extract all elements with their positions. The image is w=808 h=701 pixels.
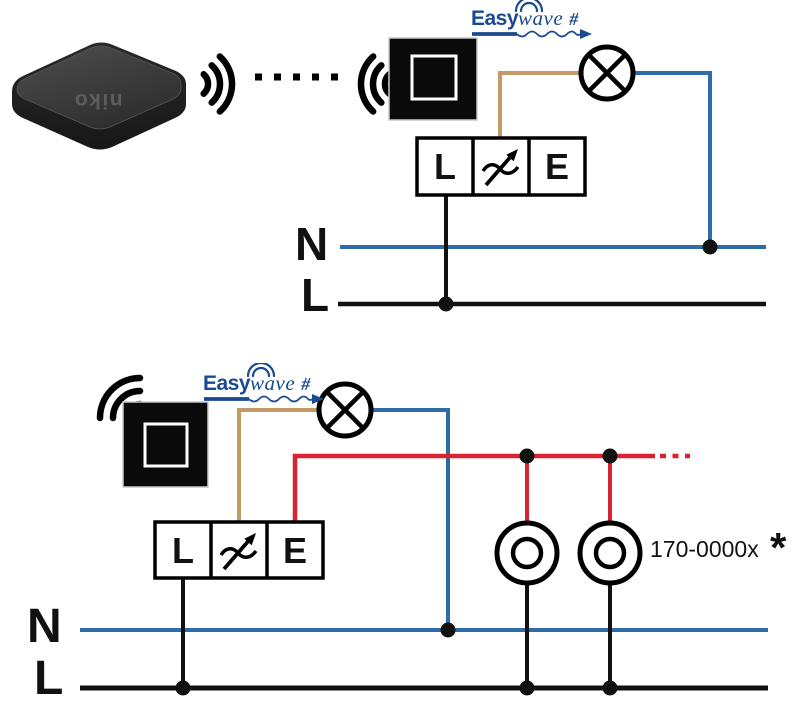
lamp-neutral-wire-top xyxy=(633,71,712,247)
easywave-hash-text: # xyxy=(569,9,579,29)
wall-switch-top xyxy=(388,37,478,121)
lamp-icon-top xyxy=(578,44,636,102)
lamp-neutral-wire-bottom xyxy=(371,408,450,630)
dimmer-output-wire-top xyxy=(498,71,581,140)
receiver-icon xyxy=(577,520,643,586)
easywave-underline-arrow-icon xyxy=(472,29,592,39)
terminal-block-top: L E xyxy=(415,136,587,197)
terminal-block-bottom: L E xyxy=(153,520,325,580)
wall-switch-bottom xyxy=(122,401,209,488)
easywave-logo: Easywave# xyxy=(471,0,603,42)
switch-button-icon xyxy=(410,54,458,101)
junction-dot xyxy=(519,680,535,696)
radio-receive-icon xyxy=(357,53,393,115)
easywave-easy-text: Easy xyxy=(203,372,251,395)
easywave-hash-text: # xyxy=(301,374,311,394)
terminal-e-label-top: E xyxy=(545,146,569,187)
easywave-logo: Easywave# xyxy=(203,363,335,407)
receiver-icon xyxy=(494,520,560,586)
neutral-bus-label-top: N xyxy=(295,218,329,270)
footnote-asterisk: * xyxy=(770,524,787,571)
dimmer-icon-bottom xyxy=(219,533,258,571)
junction-dot xyxy=(602,448,618,464)
easywave-wordmark: Easywave# xyxy=(203,371,310,396)
easywave-wordmark: Easywave# xyxy=(471,6,578,31)
easywave-wave-text: wave xyxy=(518,6,564,30)
easywave-wave-icon xyxy=(246,363,276,378)
junction-dot xyxy=(602,680,618,696)
hub-device: niko xyxy=(12,42,186,150)
dimmer-output-wire-bottom xyxy=(237,408,319,524)
junction-dot xyxy=(438,296,454,312)
extension-bus-red xyxy=(292,453,655,524)
line-bus-label-top: L xyxy=(301,269,330,321)
junction-dot xyxy=(519,448,535,464)
junction-dot xyxy=(440,622,456,638)
lamp-icon-bottom xyxy=(316,381,374,439)
terminal-e-label-bottom: E xyxy=(283,530,307,571)
easywave-easy-text: Easy xyxy=(471,7,519,30)
line-bus-label-bottom: L xyxy=(34,652,64,701)
easywave-underline-arrow-icon xyxy=(204,394,324,404)
terminal-l-label-top: L xyxy=(434,146,456,187)
receiver-part-number: 170-0000x xyxy=(650,536,759,562)
easywave-wave-text: wave xyxy=(250,371,296,395)
easywave-wave-icon xyxy=(514,0,544,13)
hub-top-face xyxy=(16,45,182,130)
hub-logo-text: niko xyxy=(73,89,122,112)
neutral-bus-label-bottom: N xyxy=(27,600,62,653)
radio-transmit-icon xyxy=(200,53,236,115)
junction-dot xyxy=(175,680,191,696)
junction-dot xyxy=(702,239,718,255)
terminal-l-label-bottom: L xyxy=(172,530,194,571)
dimmer-icon-top xyxy=(481,149,520,187)
switch-button-icon xyxy=(143,422,189,468)
